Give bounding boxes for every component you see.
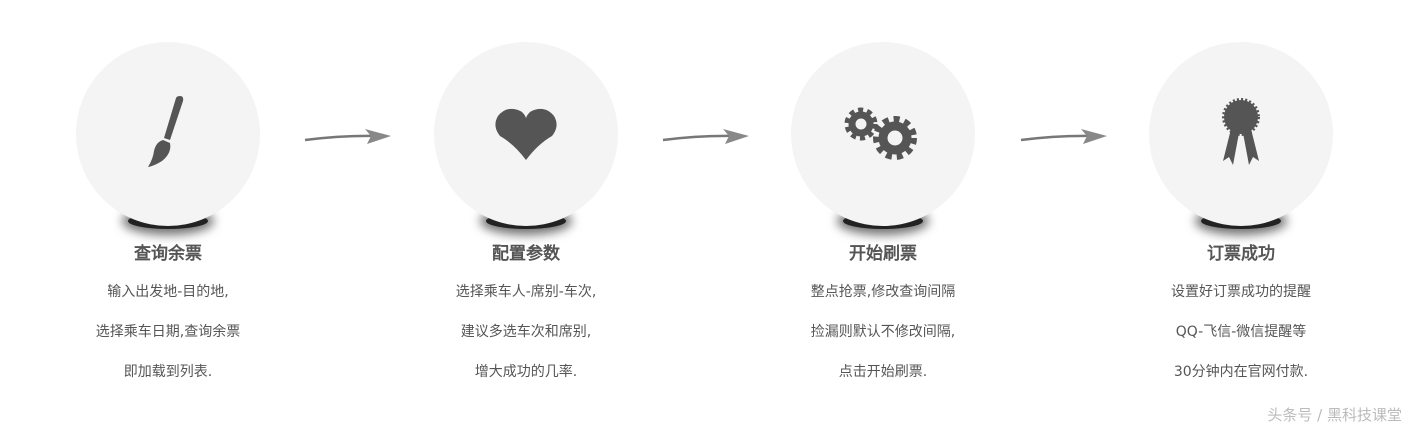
- gears-icon: [844, 107, 917, 160]
- step-desc-line: 选择乘车日期,查询余票: [95, 324, 241, 340]
- step-title: 查询余票: [134, 244, 202, 264]
- step-desc-line: 增大成功的几率.: [474, 364, 578, 380]
- step-desc-line: 建议多选车次和席别,: [460, 324, 592, 340]
- step-circle: [1149, 42, 1333, 226]
- arrow-right-icon: [662, 129, 749, 144]
- arrow-right-icon: [1020, 129, 1107, 144]
- step-circle: [434, 42, 618, 226]
- step-desc-line: 捡漏则默认不修改间隔,: [810, 324, 956, 340]
- step-title: 开始刷票: [849, 244, 917, 264]
- step-circle: [76, 42, 260, 226]
- step-desc-line: 整点抢票,修改查询间隔: [810, 284, 956, 300]
- watermark: 头条号 / 黑科技课堂: [1267, 406, 1402, 424]
- step-desc-line: 点击开始刷票.: [838, 364, 928, 380]
- award-ribbon-icon: [1222, 98, 1260, 165]
- step-circle: [791, 42, 975, 226]
- paintbrush-icon: [148, 96, 184, 167]
- heart-icon: [495, 108, 557, 160]
- arrow-right-icon: [304, 129, 391, 144]
- step-title: 订票成功: [1207, 244, 1275, 264]
- step-title: 配置参数: [492, 244, 560, 264]
- step-desc-line: 即加载到列表.: [123, 364, 213, 380]
- step-desc-line: 选择乘车人-席别-车次,: [455, 284, 597, 300]
- step-desc-line: 30分钟内在官网付款.: [1173, 364, 1309, 380]
- step-desc-line: 设置好订票成功的提醒: [1171, 284, 1311, 300]
- step-desc-line: QQ-飞信-微信提醒等: [1175, 324, 1307, 340]
- step-desc-line: 输入出发地-目的地,: [107, 284, 229, 300]
